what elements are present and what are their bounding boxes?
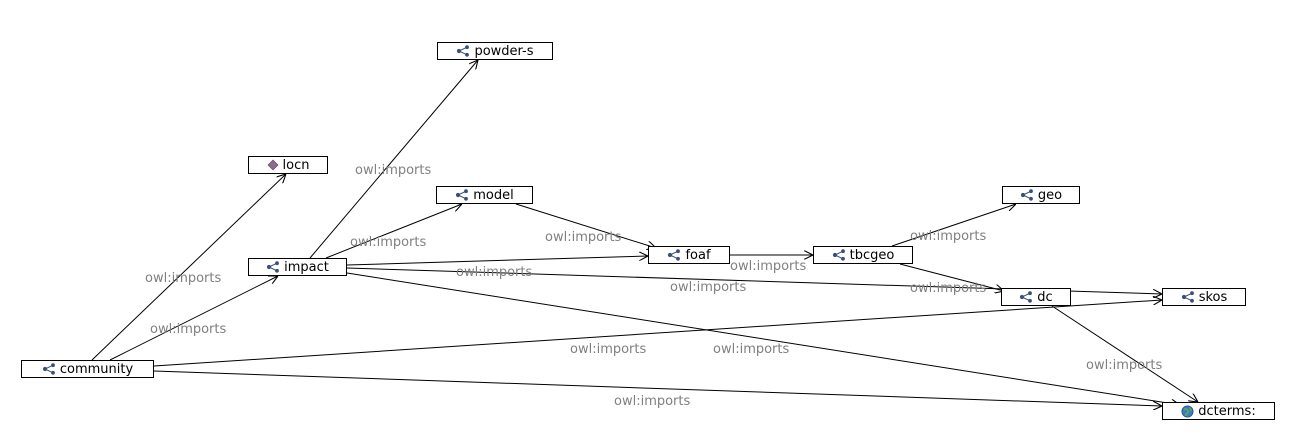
edge-model-to-foaf[interactable] [515,203,656,248]
edge-impact-to-foaf[interactable] [346,256,648,266]
diamond-icon [267,159,279,171]
ontology-icon [1019,291,1033,303]
node-impact[interactable]: impact [248,258,347,276]
node-label: powder-s [474,43,534,59]
ontology-icon [456,45,470,57]
node-label: locn [282,157,310,173]
edge-impact-to-powder-s[interactable] [309,60,478,259]
node-geo[interactable]: geo [1002,186,1080,204]
edge-community-to-dcterms[interactable] [153,370,1162,406]
edge-impact-to-model[interactable] [325,204,462,259]
edge-label-dc-to-dcterms: owl:imports [1086,358,1163,373]
node-label: tbcgeo [849,247,895,263]
edge-label-tbcgeo-to-geo: owl:imports [910,229,987,244]
edge-dc-to-dcterms[interactable] [1051,305,1198,402]
edge-label-community-to-impact: owl:imports [150,322,227,337]
node-community[interactable]: community [21,360,154,378]
ontology-icon [1020,189,1034,201]
edge-label-impact-to-foaf: owl:imports [456,265,533,280]
edge-label-impact-to-model: owl:imports [350,235,427,250]
node-dcterms[interactable]: dcterms: [1162,402,1275,420]
edge-label-tbcgeo-to-dc: owl:imports [910,281,987,296]
edge-tbcgeo-to-geo[interactable] [891,204,1016,247]
ontology-icon [42,363,56,375]
ontology-icon [667,249,681,261]
edge-community-to-impact[interactable] [109,276,278,361]
edge-label-community-to-dcterms: owl:imports [614,394,691,409]
edge-tbcgeo-to-dc[interactable] [899,263,1004,291]
ontology-icon [266,261,280,273]
node-label: impact [284,259,329,275]
node-foaf[interactable]: foaf [648,246,730,264]
edge-label-community-to-skos: owl:imports [570,342,647,357]
edge-impact-to-dcterms[interactable] [346,272,1180,405]
node-label: dc [1037,289,1053,305]
edge-label-foaf-to-tbcgeo: owl:imports [730,259,807,274]
node-label: geo [1037,187,1063,203]
edge-label-impact-to-dcterms: owl:imports [713,342,790,357]
edge-label-community-to-locn: owl:imports [145,271,222,286]
node-label: dcterms: [1198,403,1256,419]
node-label: skos [1198,289,1228,305]
ontology-icon [1181,291,1195,303]
node-locn[interactable]: locn [248,156,328,174]
node-tbcgeo[interactable]: tbcgeo [813,246,913,264]
node-skos[interactable]: skos [1162,288,1246,306]
ontology-icon [455,189,469,201]
edge-community-to-skos[interactable] [153,300,1162,367]
node-label: community [59,361,134,377]
node-label: foaf [685,247,711,263]
ontology-icon [832,249,846,261]
node-label: model [473,187,514,203]
edge-label-model-to-foaf: owl:imports [545,230,622,245]
node-model[interactable]: model [436,186,533,204]
edge-community-to-locn[interactable] [91,174,286,361]
node-dc[interactable]: dc [1001,288,1071,306]
node-powder-s[interactable]: powder-s [437,42,553,60]
globe-icon [1181,405,1194,418]
edge-label-impact-to-skos: owl:imports [670,280,747,295]
edge-label-impact-to-powder-s: owl:imports [355,163,432,178]
